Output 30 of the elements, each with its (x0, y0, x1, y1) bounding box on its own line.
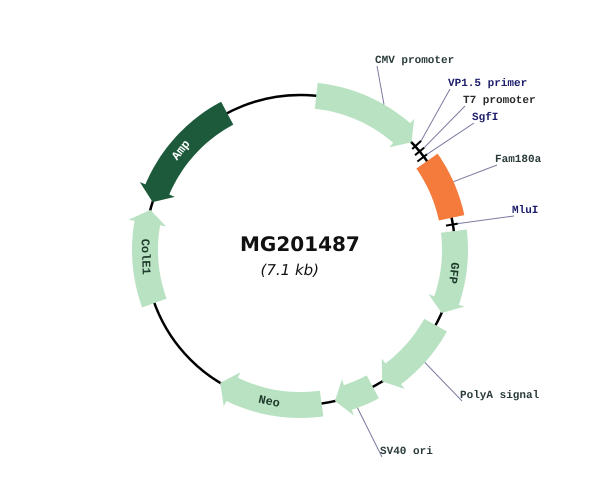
plasmid-size: (7.1 kb) (260, 261, 320, 279)
feature-region (382, 318, 447, 389)
leader-line (426, 122, 474, 155)
feature-label: T7 promoter (463, 95, 536, 108)
feature-label: CMV promoter (375, 55, 454, 68)
feature-label: SV40 ori (380, 446, 433, 459)
site-tick (416, 154, 428, 162)
gene-region: GFP (428, 230, 468, 313)
feature-label: MluI (512, 205, 538, 218)
leader-line (424, 362, 462, 402)
gene-region: Amp (140, 102, 234, 202)
feature-label: PolyA signal (460, 390, 540, 403)
leader-line (357, 407, 382, 458)
plasmid-name: MG201487 (240, 232, 360, 256)
feature-region (334, 375, 379, 416)
feature-label: SgfI (472, 112, 498, 125)
feature-region (314, 82, 414, 148)
site-tick (412, 140, 422, 150)
feature-label: Fam180a (495, 154, 542, 167)
feature-label: VP1.5 primer (448, 78, 528, 91)
gene-region: Neo (220, 372, 324, 418)
site-tick (446, 222, 458, 227)
gene-region: ColE1 (128, 210, 167, 308)
insert-region (416, 154, 464, 220)
leader-line (424, 106, 466, 148)
leader-line (457, 216, 514, 224)
leader-line (376, 66, 384, 105)
site-tick (414, 146, 425, 156)
leader-line (453, 164, 498, 182)
leader-line (420, 88, 450, 142)
